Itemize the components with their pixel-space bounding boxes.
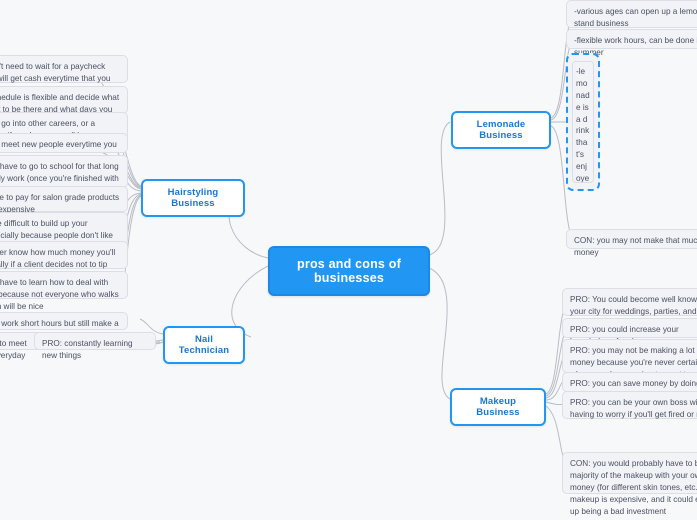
leaf-node-nail-pro-short-hours[interactable]: PRO: you can work short hours but still … (0, 312, 128, 330)
branch-node-makeup[interactable]: Makeup Business (450, 388, 546, 426)
leaf-node-makeup-pro-own-boss[interactable]: PRO: you can be your own boss without ha… (562, 391, 697, 419)
branch-node-lemonade[interactable]: Lemonade Business (451, 111, 551, 149)
branch-node-nail-technician[interactable]: Nail Technician (163, 326, 245, 364)
branch-node-hairstyling[interactable]: Hairstyling Business (141, 179, 245, 217)
leaf-node-hairstyling-pro-flexible-schedule[interactable]: PRO: your schedule is flexible and decid… (0, 86, 128, 126)
leaf-node-lemonade-enjoyed-by-many[interactable]: -lemonade is a drink that's enjoyed by m… (566, 53, 600, 191)
leaf-node-lemonade-con-money[interactable]: CON: you may not make that much money (566, 229, 697, 257)
leaf-node-makeup-pro-save-money[interactable]: PRO: you can save money by doing it out … (562, 372, 697, 400)
leaf-node-lemonade-enjoyed-by-many-text: -lemonade is a drink that's enjoyed by m… (572, 61, 594, 183)
leaf-node-lemonade-flexible-hours[interactable]: -flexible work hours, can be done in the… (566, 29, 697, 57)
leaf-node-hairstyling-pro-paycheck[interactable]: PRO: you don't need to wait for a payche… (0, 55, 128, 95)
leaf-node-makeup-pro-uncertain-money[interactable]: PRO: you may not be making a lot of mone… (562, 339, 697, 391)
leaf-node-hairstyling-con-products[interactable]: CON: you have to pay for salon grade pro… (0, 186, 128, 214)
leaf-node-hairstyling-con-income[interactable]: CON: you never know how much money you'l… (0, 241, 128, 269)
leaf-node-makeup-pro-well-known[interactable]: PRO: You could become well known in your… (562, 288, 697, 328)
leaf-node-hairstyling-con-school[interactable]: CON: you will have to go to school for t… (0, 155, 128, 195)
leaf-node-makeup-pro-knowledge[interactable]: PRO: you could increase your knowledge o… (562, 318, 697, 346)
leaf-node-hairstyling-pro-meet-people[interactable]: PRO: you can meet new people everytime y… (0, 133, 128, 153)
root-node[interactable]: pros and cons of businesses (268, 246, 430, 296)
leaf-node-lemonade-various-ages[interactable]: -various ages can open up a lemonade sta… (566, 0, 697, 28)
leaf-node-makeup-con-expensive[interactable]: CON: you would probably have to buy majo… (562, 452, 697, 516)
leaf-node-nail-pro-learning[interactable]: PRO: constantly learning new things (34, 332, 156, 360)
leaf-node-hairstyling-con-picky-people[interactable]: CON: you will have to learn how to deal … (0, 271, 128, 311)
